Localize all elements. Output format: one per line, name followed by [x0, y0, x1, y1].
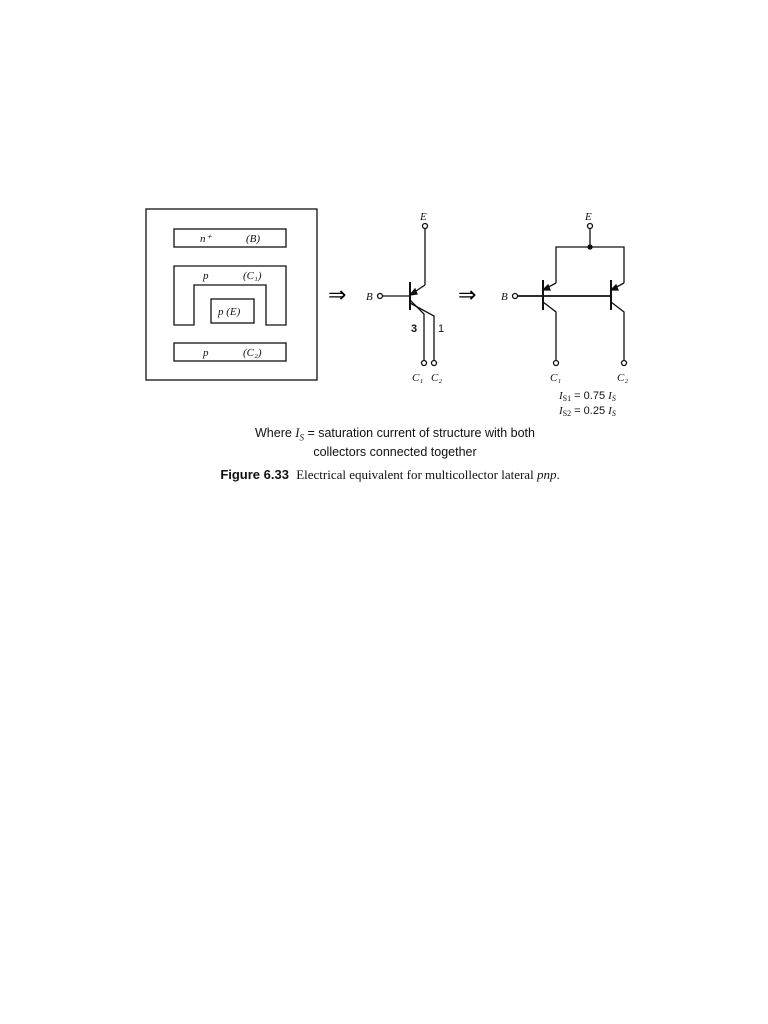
emitter-label: p (E) [217, 306, 241, 318]
q2-emitter-arrow [609, 283, 619, 291]
collector1-terminal [420, 359, 428, 367]
caption-italic: pnp [536, 466, 557, 482]
outer-n-region [145, 208, 318, 381]
note-prefix: Where [255, 426, 296, 440]
emitter-arrow [408, 287, 418, 296]
c1-type-label: p [202, 270, 209, 282]
collector1-label-single: C₁ [412, 372, 423, 384]
figure-number: Figure 6.33 [220, 466, 289, 482]
caption-block: Where IS = saturation current of structu… [130, 426, 670, 483]
collector2-lead [409, 302, 435, 360]
note-is-subscript: S [299, 432, 304, 443]
note-line1: = saturation current of structure with b… [303, 426, 535, 440]
arrow-1: ⇒ [328, 282, 346, 307]
q2-collector-lead [610, 301, 625, 360]
q2-collector-terminal [620, 359, 628, 367]
base-label-dual: B [501, 291, 508, 303]
q2-collector-label: C₂ [617, 372, 628, 384]
q1-collector-label: C₁ [550, 372, 561, 384]
saturation-note: Where IS = saturation current of structu… [120, 426, 670, 459]
emitter-label-single: E [419, 211, 427, 223]
note-line2: collectors connected together [313, 444, 477, 459]
multicollector-transistor [376, 222, 438, 367]
is2-equation: IS2 = 0.25 IS [558, 405, 616, 418]
caption-text: Electrical equivalent for multicollector… [296, 466, 537, 482]
emitter-terminal [421, 222, 429, 230]
q1-collector-lead [542, 301, 557, 360]
arrow-2: ⇒ [458, 282, 476, 307]
n-plus-label: n⁺ [200, 233, 213, 245]
emitter-label-dual: E [584, 211, 592, 223]
base-terminal-dual [511, 292, 519, 300]
figure-caption: Figure 6.33 Electrical equivalent for mu… [110, 467, 670, 483]
collector-c2-region [173, 342, 287, 362]
q1-collector-terminal [552, 359, 560, 367]
c2-label: (C₂) [243, 347, 262, 359]
c1-label: (C₁) [243, 270, 262, 282]
collector2-label-single: C₂ [431, 372, 442, 384]
emitter-region [210, 298, 255, 324]
base-label: (B) [246, 233, 260, 245]
note-is-symbol: I [295, 426, 300, 440]
collector-c1-region [173, 265, 287, 326]
base-label-single: B [366, 291, 373, 303]
collector1-lead [409, 299, 425, 360]
emitter-bus [555, 246, 625, 283]
caption-end: . [556, 466, 560, 482]
base-terminal [376, 292, 384, 300]
collector2-terminal [430, 359, 438, 367]
base-contact-region [173, 228, 287, 248]
emitter-terminal-dual [586, 222, 594, 230]
ratio-3-label: 3 [411, 323, 417, 335]
c2-type-label: p [202, 347, 209, 359]
dual-transistor-equivalent [511, 222, 628, 367]
ratio-1-label: 1 [438, 323, 444, 335]
lateral-pnp-layout [145, 208, 318, 381]
q1-emitter-arrow [541, 283, 551, 291]
is1-equation: IS1 = 0.75 IS [558, 390, 616, 403]
